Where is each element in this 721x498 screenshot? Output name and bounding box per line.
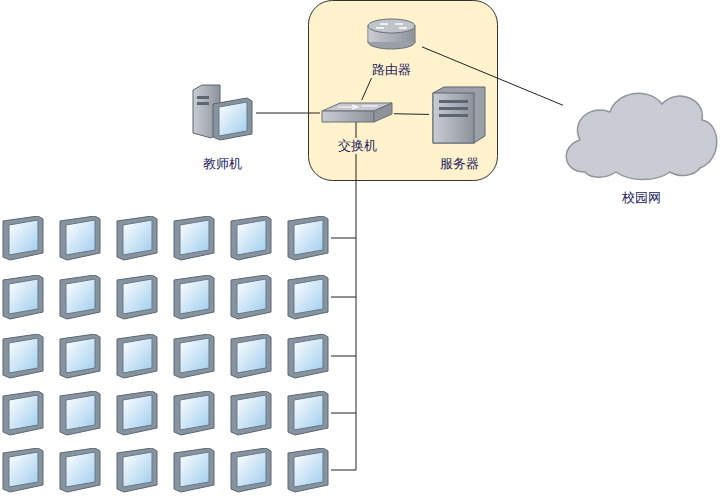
router-icon <box>368 19 415 49</box>
device-label: 服务器 <box>438 156 481 172</box>
network-link <box>256 113 320 114</box>
student-bus-wires <box>331 122 356 470</box>
student-computers <box>3 216 328 492</box>
network-device: 路由器 <box>360 14 422 78</box>
network-device: 教师机 <box>188 82 256 172</box>
server-icon <box>433 87 485 143</box>
teacher-computer-icon <box>193 85 252 140</box>
network-device: 校园网 <box>563 85 719 206</box>
network-link <box>362 78 372 100</box>
device-label: 交换机 <box>336 138 379 154</box>
switch-icon <box>322 103 392 122</box>
core-region <box>309 1 498 181</box>
device-label: 教师机 <box>201 156 244 172</box>
network-device: 服务器 <box>429 84 489 172</box>
network-link <box>394 113 429 115</box>
cloud-shape <box>566 93 716 179</box>
device-label: 校园网 <box>620 190 663 206</box>
device-label: 路由器 <box>370 62 413 78</box>
network-device: 交换机 <box>320 100 394 154</box>
network-link <box>422 47 563 105</box>
